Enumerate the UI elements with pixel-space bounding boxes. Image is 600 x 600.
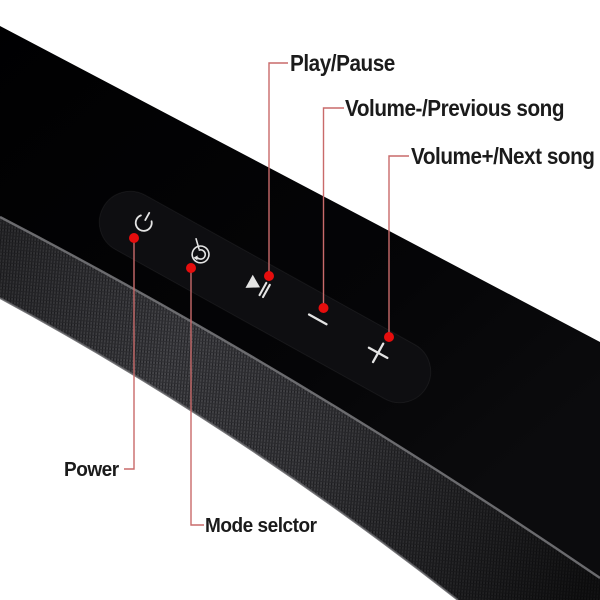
soundbar: [0, 26, 600, 600]
touch-panel: [98, 190, 432, 404]
volume-down-callout-dot: [318, 303, 329, 313]
mode-callout-line: [190, 268, 204, 526]
power-icon: [134, 211, 153, 232]
power-callout-line: [124, 238, 135, 470]
grille-top-rim: [0, 215, 600, 579]
callout-dots: [129, 233, 394, 342]
volume-up-callout-line: [388, 155, 409, 337]
callout-label-volume-down: Volume-/Previous song: [345, 95, 565, 121]
callout-label-power: Power: [64, 459, 119, 481]
volume-up-icon: [367, 342, 389, 364]
callout-lines: [124, 62, 409, 526]
callout-label-mode-selector: Mode selctor: [205, 515, 317, 537]
callout-label-volume-up: Volume+/Next song: [411, 143, 595, 169]
soundbar-grille-shading: [0, 217, 600, 600]
play-pause-callout-line: [268, 62, 288, 276]
power-callout-dot: [129, 233, 139, 243]
volume-down-icon: [307, 313, 328, 326]
mode-callout-dot: [186, 263, 196, 273]
play-pause-icon: [245, 274, 271, 299]
volume-up-callout-dot: [384, 332, 394, 342]
play-pause-callout-dot: [264, 271, 274, 281]
mode-selector-icon: [191, 237, 210, 264]
grille-bottom-rim: [0, 297, 459, 600]
touch-panel-surface: [98, 190, 432, 404]
callout-label-play-pause: Play/Pause: [290, 50, 395, 76]
volume-down-callout-line: [322, 107, 344, 308]
